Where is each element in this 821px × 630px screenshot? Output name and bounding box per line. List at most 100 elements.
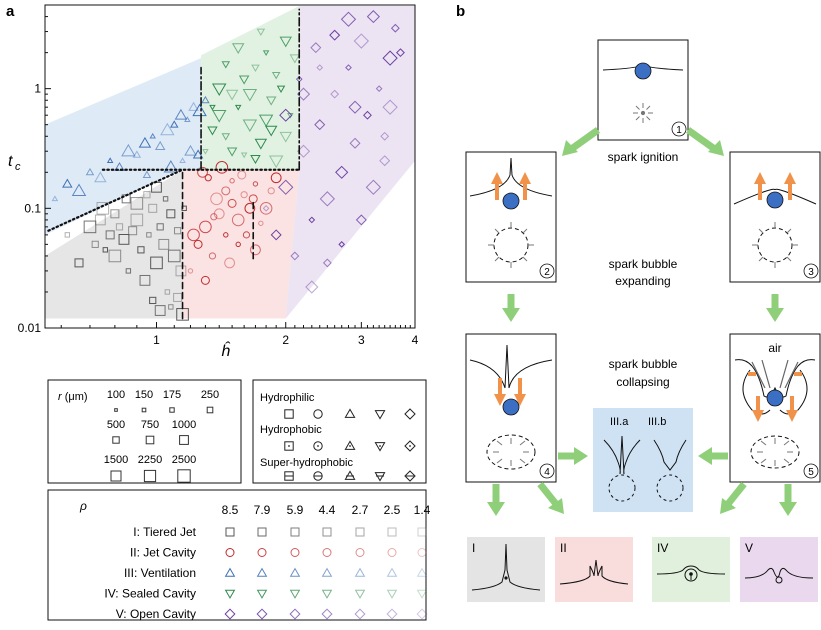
regime-marker [417, 548, 427, 557]
regime-marker [289, 567, 301, 577]
region-V [285, 6, 415, 319]
step-1-badge [671, 121, 687, 137]
size-label: 500 [107, 419, 125, 431]
regime-marker [256, 608, 268, 620]
data-point [193, 239, 203, 249]
data-point [264, 125, 278, 137]
size-label: 750 [141, 419, 159, 431]
data-point [108, 249, 122, 263]
series-3 [51, 95, 210, 202]
wetting-marker [313, 409, 323, 419]
data-point [231, 213, 245, 227]
size-label: 100 [107, 389, 125, 401]
data-point [211, 83, 227, 97]
wetting-marker-dot [288, 445, 290, 447]
size-marker [114, 408, 118, 412]
step-3-number: 3 [808, 267, 814, 278]
wetting-marker [374, 442, 386, 452]
data-point [268, 155, 284, 169]
air-inflow-arrows [751, 359, 799, 389]
data-point [252, 181, 259, 187]
data-point [150, 256, 163, 270]
x-tick-label: 1 [153, 333, 160, 347]
regime-marker [225, 527, 235, 537]
data-point [224, 257, 235, 269]
region-IV [201, 6, 300, 170]
data-point [192, 103, 207, 117]
outcome-I-label: I [472, 541, 475, 555]
data-point [138, 136, 152, 148]
data-point [231, 43, 245, 55]
label-IIIa: III.a [610, 416, 629, 428]
panel-label-a: a [6, 3, 15, 20]
data-point [105, 230, 115, 240]
step-2-badge [539, 263, 555, 279]
data-point [156, 223, 164, 231]
data-point [121, 143, 136, 157]
data-point [208, 252, 217, 260]
plot-frame [44, 4, 416, 329]
wetting-marker [344, 408, 356, 418]
regime-marker [256, 567, 268, 577]
data-point [226, 147, 238, 157]
data-point [179, 157, 186, 163]
rho-value: 2.7 [352, 503, 369, 517]
regime-marker [386, 608, 398, 620]
data-point [162, 196, 169, 202]
data-point [94, 214, 106, 226]
stage-5-box: air 5 [729, 333, 821, 483]
outcome-I: I [467, 537, 545, 602]
collapsing-arrows-icon [757, 438, 793, 466]
size-marker [206, 406, 214, 414]
size-marker [145, 435, 155, 445]
wetting-marker [404, 470, 416, 482]
regime-marker [416, 567, 428, 577]
data-point [227, 198, 237, 208]
data-point [173, 292, 183, 302]
data-point [142, 170, 152, 178]
data-point [349, 137, 361, 149]
data-point [184, 144, 197, 156]
data-point [146, 232, 152, 238]
data-point [223, 232, 229, 238]
data-point [125, 268, 132, 274]
size-label: 2500 [172, 454, 196, 466]
regime-marker [289, 589, 301, 599]
data-point [390, 23, 400, 33]
data-point [143, 191, 151, 199]
outcome-II: II [555, 537, 633, 602]
data-point [184, 116, 191, 122]
wetting-marker [374, 410, 386, 420]
label-expanding-line2: expanding [615, 274, 670, 288]
size-marker [143, 469, 157, 483]
legend-wetting-superhydrophobic: Super-hydrophobic [260, 457, 353, 469]
data-point [338, 241, 346, 248]
data-point [199, 220, 212, 234]
data-point [192, 149, 204, 159]
rho-value: 7.9 [254, 503, 271, 517]
arrow-5-to-IV [725, 481, 747, 507]
data-point [110, 209, 120, 219]
regime-marker [224, 608, 236, 620]
data-point [251, 64, 260, 72]
schematic: 1 spark ignition 2 [465, 39, 821, 602]
legend-rho-symbol: ρ [79, 499, 87, 513]
rho-value: 8.5 [222, 503, 239, 517]
data-point [221, 133, 231, 141]
collapsing-bubble-outline [486, 434, 536, 470]
data-point [314, 119, 326, 131]
data-point [164, 289, 171, 295]
data-point [128, 226, 138, 236]
regime-marker [354, 589, 366, 599]
regime-marker [387, 527, 397, 537]
regime-marker [257, 527, 267, 537]
data-point [382, 99, 398, 115]
data-point [234, 104, 242, 111]
data-point [197, 166, 208, 178]
data-point [202, 148, 209, 155]
data-point [174, 108, 188, 120]
label-collapsing-line1: spark bubble [609, 357, 678, 371]
spark-bubble [634, 62, 652, 80]
